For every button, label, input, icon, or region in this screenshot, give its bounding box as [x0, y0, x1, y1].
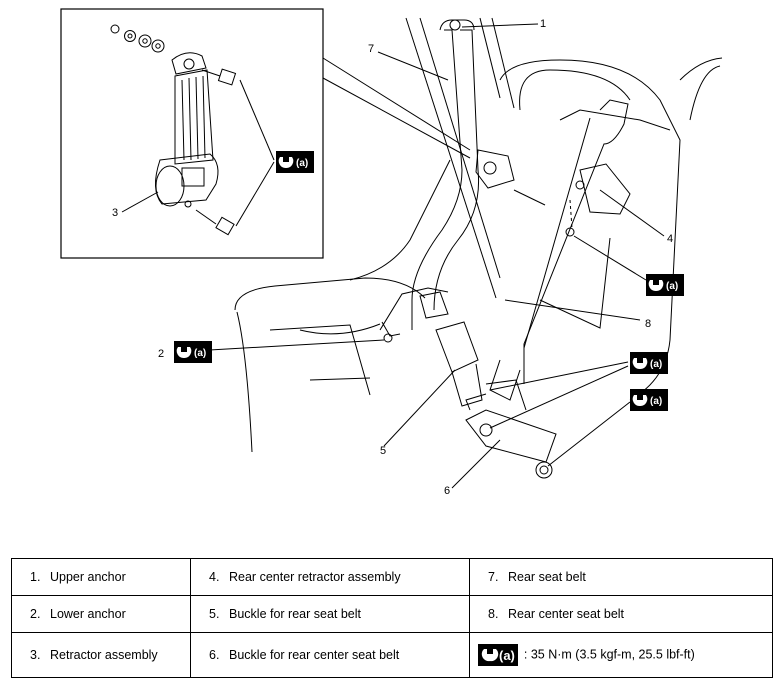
rear-center-retractor [565, 163, 631, 237]
legend-row: 1.Upper anchor 4.Rear center retractor a… [11, 558, 773, 596]
svg-text:(a): (a) [194, 348, 206, 359]
wrench-icon [481, 649, 499, 662]
callout-2: 2 [158, 348, 164, 360]
callout-8: 8 [645, 318, 651, 330]
legend-row: 2.Lower anchor 5.Buckle for rear seat be… [11, 595, 773, 633]
callout-5: 5 [380, 445, 386, 457]
callout-6: 6 [444, 485, 450, 497]
torque-marker-buckle: (a) [630, 352, 668, 374]
retractor-body [155, 153, 219, 208]
retractor-strap [171, 52, 214, 165]
svg-text:(a): (a) [296, 158, 308, 169]
rear-seat-cushion [234, 159, 451, 453]
torque-badge: (a) [478, 644, 518, 666]
torque-marker-inset: (a) [276, 151, 314, 173]
retractor-assembly-in-car [475, 149, 546, 206]
legend-item-3: 3.Retractor assembly [11, 632, 191, 678]
seat-belt-diagram: 1 7 2 3 4 5 6 8 (a) (a) (a) (a) (a) [60, 8, 723, 497]
rear-seat-buckle [435, 321, 483, 407]
torque-value: 35 N·m (3.5 kgf-m, 25.5 lbf-ft) [530, 647, 695, 662]
legend-item-1: 1.Upper anchor [11, 558, 191, 596]
bolt-lower [195, 209, 235, 236]
legend-item-8: 8.Rear center seat belt [469, 595, 773, 633]
legend-item-6: 6.Buckle for rear center seat belt [190, 632, 470, 678]
legend-item-4: 4.Rear center retractor assembly [190, 558, 470, 596]
legend-row: 3.Retractor assembly 6.Buckle for rear c… [11, 632, 773, 678]
svg-text:(a): (a) [666, 281, 678, 292]
parts-legend-table: 1.Upper anchor 4.Rear center retractor a… [11, 558, 773, 678]
callout-1: 1 [540, 18, 546, 30]
legend-item-2: 2.Lower anchor [11, 595, 191, 633]
callout-4: 4 [667, 233, 673, 245]
bolt-upper [201, 68, 237, 86]
upper-anchor [449, 19, 461, 31]
legend-torque-spec: (a) : 35 N·m (3.5 kgf-m, 25.5 lbf-ft) [469, 632, 773, 678]
callout-7: 7 [368, 43, 374, 55]
rear-seat-belt [411, 19, 480, 330]
torque-marker-center-buckle: (a) [630, 389, 668, 411]
torque-marker-center-retractor: (a) [646, 274, 684, 296]
svg-text:(a): (a) [650, 396, 662, 407]
lower-anchor [379, 287, 449, 343]
legend-item-7: 7.Rear seat belt [469, 558, 773, 596]
rear-center-buckle [465, 393, 557, 479]
washer-stack [110, 24, 165, 53]
torque-marker-lower-anchor: (a) [174, 341, 212, 363]
legend-item-5: 5.Buckle for rear seat belt [190, 595, 470, 633]
svg-text:(a): (a) [650, 359, 662, 370]
detail-inset-frame [60, 8, 324, 259]
rear-center-seat-belt [485, 99, 629, 411]
callout-3: 3 [112, 207, 118, 219]
